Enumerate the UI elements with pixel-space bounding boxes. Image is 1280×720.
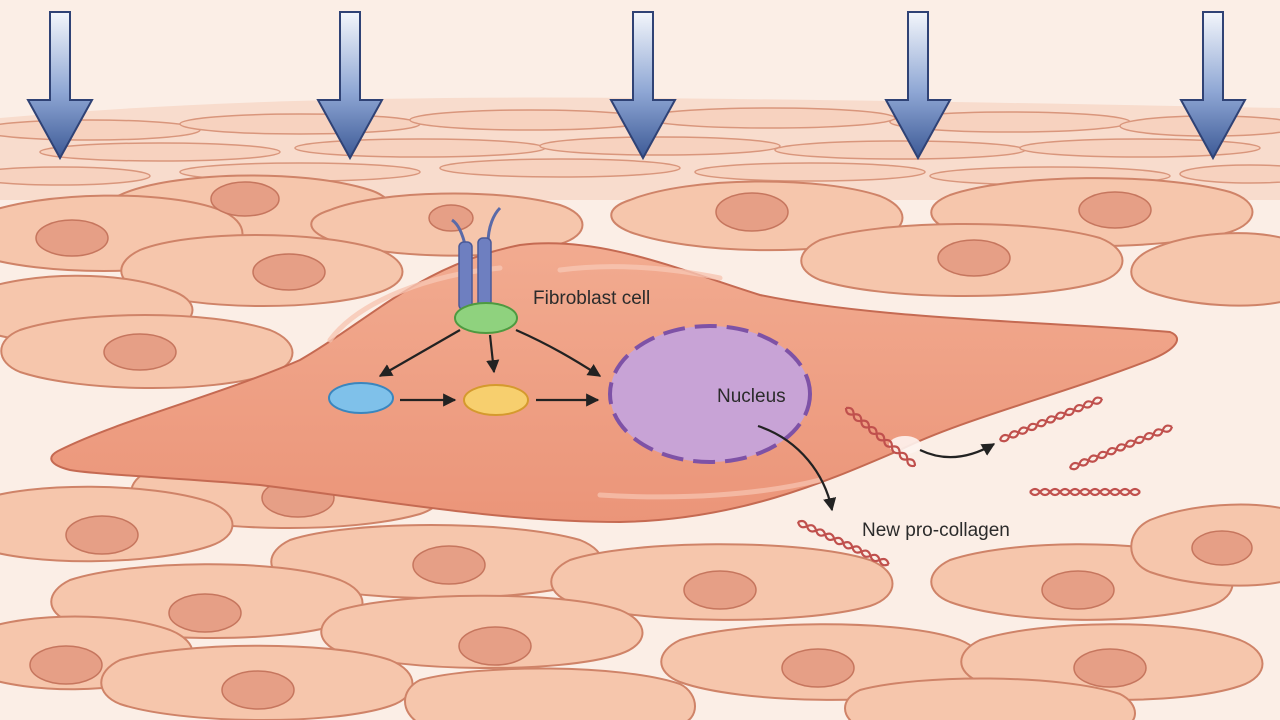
tissue-cell xyxy=(404,667,696,720)
signal-molecule-green xyxy=(454,302,518,334)
nucleus xyxy=(608,324,812,464)
nucleus-label: Nucleus xyxy=(717,386,786,407)
secretion-glow xyxy=(889,436,921,454)
down-arrow-icon xyxy=(609,11,677,161)
tissue-nuclei-lower xyxy=(29,478,1253,710)
arrow-nucleus-to-collagen xyxy=(757,424,837,512)
procollagen-label: New pro-collagen xyxy=(862,520,1010,541)
down-arrow-icon xyxy=(316,11,384,161)
collagen-helix-icon xyxy=(1029,487,1141,497)
cell-highlight xyxy=(327,265,503,343)
fibroblast-cell-label: Fibroblast cell xyxy=(533,288,651,309)
signal-molecule-yellow xyxy=(463,384,529,416)
signal-molecule-blue xyxy=(328,382,394,414)
tissue-cell xyxy=(844,677,1136,720)
arrow-receptor-to-yellow xyxy=(486,334,500,374)
down-arrow-icon xyxy=(26,11,94,161)
collagen-helix-icon xyxy=(796,519,890,567)
arrow-receptor-to-blue xyxy=(378,329,461,377)
incoming-arrows xyxy=(26,11,1247,161)
arrow-secretion xyxy=(919,443,996,459)
tissue-nuclei-upper xyxy=(35,181,1152,371)
collagen-helix-icon xyxy=(1068,424,1174,471)
collagen-helix-icon xyxy=(998,396,1104,443)
collagen-helix-icon xyxy=(844,406,917,468)
arrow-receptor-to-nucleus xyxy=(515,328,602,377)
tissue-cell xyxy=(1130,232,1280,307)
pathway-arrows xyxy=(378,328,996,512)
collagen-helices xyxy=(796,396,1174,567)
down-arrow-icon xyxy=(1179,11,1247,161)
down-arrow-icon xyxy=(884,11,952,161)
cell-highlight xyxy=(557,264,723,281)
cell-highlight xyxy=(597,477,823,500)
